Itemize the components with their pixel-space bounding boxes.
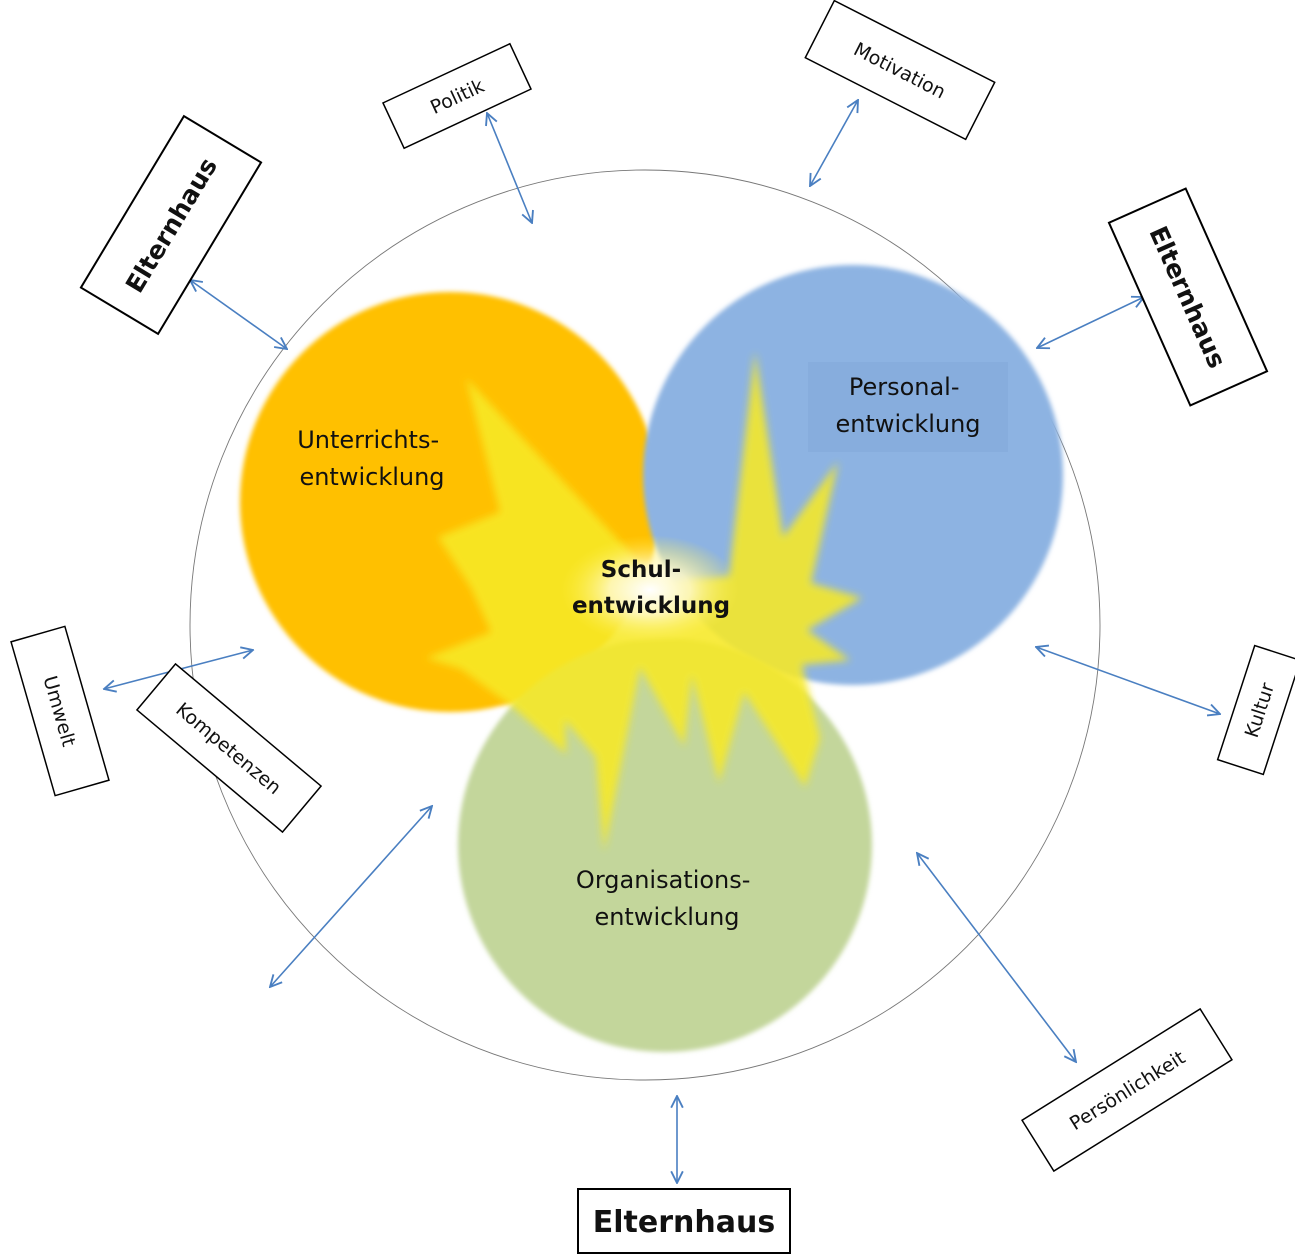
factor-box-elternhaus-top-left: Elternhaus [79, 114, 263, 336]
personal-label-line2: entwicklung [835, 410, 980, 438]
arrow-kultur [1036, 647, 1220, 714]
center-label-line2: entwicklung [572, 593, 730, 619]
personal-label-line1: Personal- [849, 373, 960, 401]
factor-box-elternhaus-bottom: Elternhaus [577, 1188, 791, 1254]
organisations-label: Organisations- entwicklung [576, 866, 758, 931]
factor-box-kultur: Kultur [1216, 644, 1295, 776]
personal-label: Personal- entwicklung [835, 373, 980, 438]
factor-label-elternhaus-bottom: Elternhaus [593, 1205, 775, 1240]
factor-box-politik: Politik [381, 42, 533, 150]
arrow-elternhaus-top-right [1037, 297, 1144, 348]
arrow-persoenlichkeit [917, 853, 1076, 1062]
outer-boundary-circle [189, 169, 1101, 1081]
arrow-politik [487, 113, 532, 223]
arrow-elternhaus-top-left [190, 280, 287, 349]
factor-box-umwelt: Umwelt [10, 625, 110, 797]
unterrichts-label: Unterrichts- entwicklung [297, 426, 447, 491]
factor-box-kompetenzen: Kompetenzen [135, 662, 323, 834]
personal-label-box [808, 362, 1008, 452]
factor-box-elternhaus-top-right: Elternhaus [1107, 187, 1269, 407]
arrow-motivation [810, 100, 858, 186]
center-label: Schul- entwicklung [572, 557, 730, 619]
arrow-kompetenzen [270, 806, 432, 987]
organisations-label-line1: Organisations- [576, 866, 751, 894]
unterrichts-label-line2: entwicklung [299, 463, 444, 491]
center-glow [560, 535, 740, 645]
organisations-label-line2: entwicklung [594, 903, 739, 931]
factor-box-motivation: Motivation [804, 0, 996, 141]
unterrichts-label-line1: Unterrichts- [297, 426, 439, 454]
center-label-line1: Schul- [601, 557, 681, 583]
